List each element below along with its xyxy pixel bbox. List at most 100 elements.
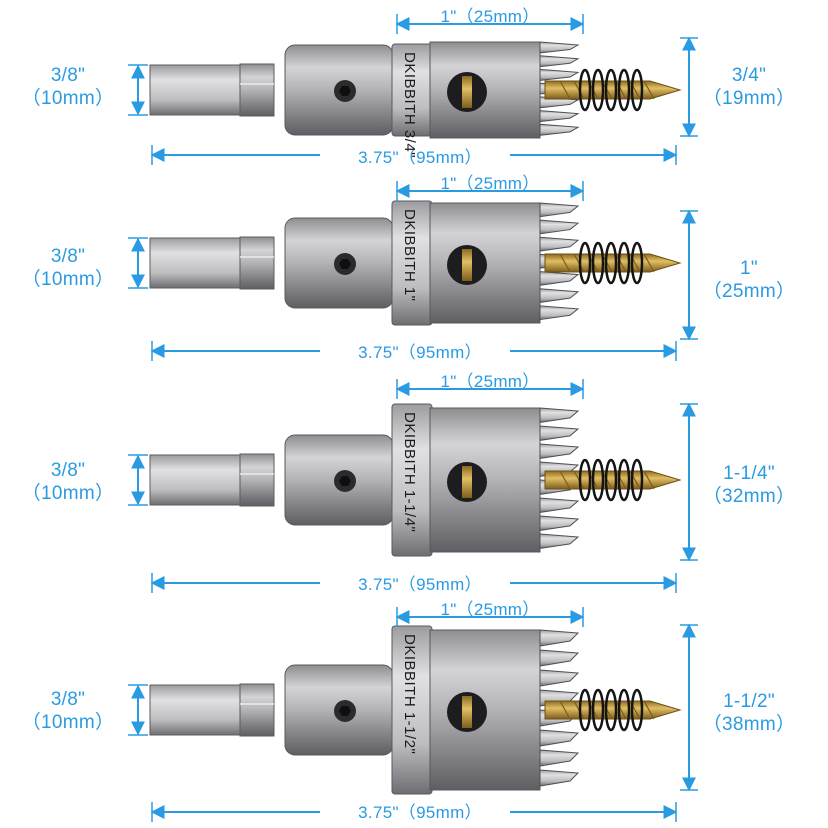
drill-flute <box>615 700 627 720</box>
cutter-tooth <box>539 407 580 423</box>
overall-length-label: 3.75"（95mm） <box>358 575 482 594</box>
shank-flat <box>239 453 275 507</box>
overall-length-label: 3.75"（95mm） <box>358 803 482 822</box>
shank-size-inch: 3/8" <box>50 65 86 86</box>
diameter-mm: （32mm） <box>702 486 796 507</box>
shank-size-inch: 3/8" <box>50 460 86 481</box>
hole-saw-drawing: DKIBBITH 1-1/2" <box>128 607 698 822</box>
shank-size-mm: （10mm） <box>21 88 115 109</box>
shank-label: 3/8" （10mm） <box>18 459 118 505</box>
cutter-tooth <box>539 305 580 321</box>
hex-socket <box>339 476 351 486</box>
cutter-tooth <box>539 110 580 123</box>
brand-mark: DKIBBITH 1-1/2" <box>401 634 418 754</box>
cutter-tooth <box>539 443 580 459</box>
cutter-tooth <box>539 769 580 787</box>
spring-coil <box>578 241 592 285</box>
drill-flute <box>615 253 627 273</box>
hole-saw-drawing: DKIBBITH 1" <box>128 181 698 361</box>
cutter-tooth <box>539 219 580 235</box>
cutter-tooth <box>539 123 580 136</box>
drill-flute <box>559 700 571 720</box>
drill-flute <box>643 80 655 100</box>
diameter-label: 1" （25mm） <box>694 257 804 303</box>
shank <box>149 237 243 289</box>
spring-coil <box>578 68 592 112</box>
hex-socket <box>339 86 351 96</box>
spring-coil <box>604 688 618 732</box>
diameter-mm: （25mm） <box>702 281 796 302</box>
drill-flute <box>559 470 571 490</box>
cutter-tooth <box>539 629 580 647</box>
cutter-tooth <box>539 749 580 767</box>
hex-socket <box>339 259 351 269</box>
cutter-tooth <box>539 425 580 441</box>
drill-flute <box>643 470 655 490</box>
cutter-tooth <box>539 515 580 531</box>
drill-flute <box>643 700 655 720</box>
spring-coil <box>604 458 618 502</box>
pilot-drill-visible <box>462 466 472 498</box>
shank-size-mm: （10mm） <box>21 269 115 290</box>
cutter-tooth <box>539 271 580 286</box>
shank-size-mm: （10mm） <box>21 483 115 504</box>
spring-coil <box>591 458 605 502</box>
spring-coil <box>617 688 631 732</box>
drill-flute <box>643 253 655 273</box>
shank-size-inch: 3/8" <box>50 246 86 267</box>
spring-coil <box>617 458 631 502</box>
drill-flute <box>615 80 627 100</box>
spring-coil <box>617 241 631 285</box>
spring-coil <box>630 458 644 502</box>
spring-coil <box>630 688 644 732</box>
pilot-drill-visible <box>462 249 472 281</box>
spring-coil <box>630 68 644 112</box>
drill-flute <box>559 253 571 273</box>
shank <box>149 454 243 506</box>
spring-coil <box>630 241 644 285</box>
cutter-tooth <box>539 533 580 549</box>
hole-saw-drawing: DKIBBITH 3/4" <box>128 14 698 165</box>
hole-saw-drawing: DKIBBITH 1-1/4" <box>128 379 698 593</box>
drill-flute <box>615 470 627 490</box>
cutter-tooth <box>539 55 580 68</box>
diameter-mm: （38mm） <box>702 714 796 735</box>
shank-label: 3/8" （10mm） <box>18 688 118 734</box>
cutter-tooth <box>539 497 580 513</box>
spring-coil <box>591 68 605 112</box>
cutter-tooth <box>539 729 580 747</box>
spring-coil <box>591 241 605 285</box>
diameter-inch: 3/4" <box>731 65 767 86</box>
diameter-label: 1-1/4" （32mm） <box>694 462 804 508</box>
spring-coil <box>591 688 605 732</box>
brand-mark: DKIBBITH 1-1/4" <box>401 412 418 532</box>
diameter-inch: 1" <box>740 258 758 279</box>
diameter-label: 1-1/2" （38mm） <box>694 690 804 736</box>
drill-flute <box>559 80 571 100</box>
cutter-tooth <box>539 202 580 218</box>
diameter-inch: 1-1/4" <box>723 463 775 484</box>
cutter-tooth <box>539 649 580 667</box>
pilot-drill-visible <box>462 696 472 728</box>
shank-size-mm: （10mm） <box>21 712 115 733</box>
spring-coil <box>604 241 618 285</box>
shank <box>149 64 243 116</box>
shank-flat <box>239 236 275 290</box>
cutter-tooth <box>539 669 580 687</box>
shank <box>149 684 243 736</box>
cutter-tooth <box>539 68 580 81</box>
shank-size-inch: 3/8" <box>50 689 86 710</box>
cutter-tooth <box>539 288 580 304</box>
shank-flat <box>239 63 275 117</box>
spring-coil <box>578 688 592 732</box>
brand-mark: DKIBBITH 3/4" <box>401 52 418 158</box>
shank-label: 3/8" （10mm） <box>18 64 118 110</box>
spring-coil <box>604 68 618 112</box>
diameter-inch: 1-1/2" <box>723 691 775 712</box>
overall-length-label: 3.75"（95mm） <box>358 343 482 362</box>
diameter-label: 3/4" （19mm） <box>694 64 804 110</box>
cutter-tooth <box>539 41 580 54</box>
